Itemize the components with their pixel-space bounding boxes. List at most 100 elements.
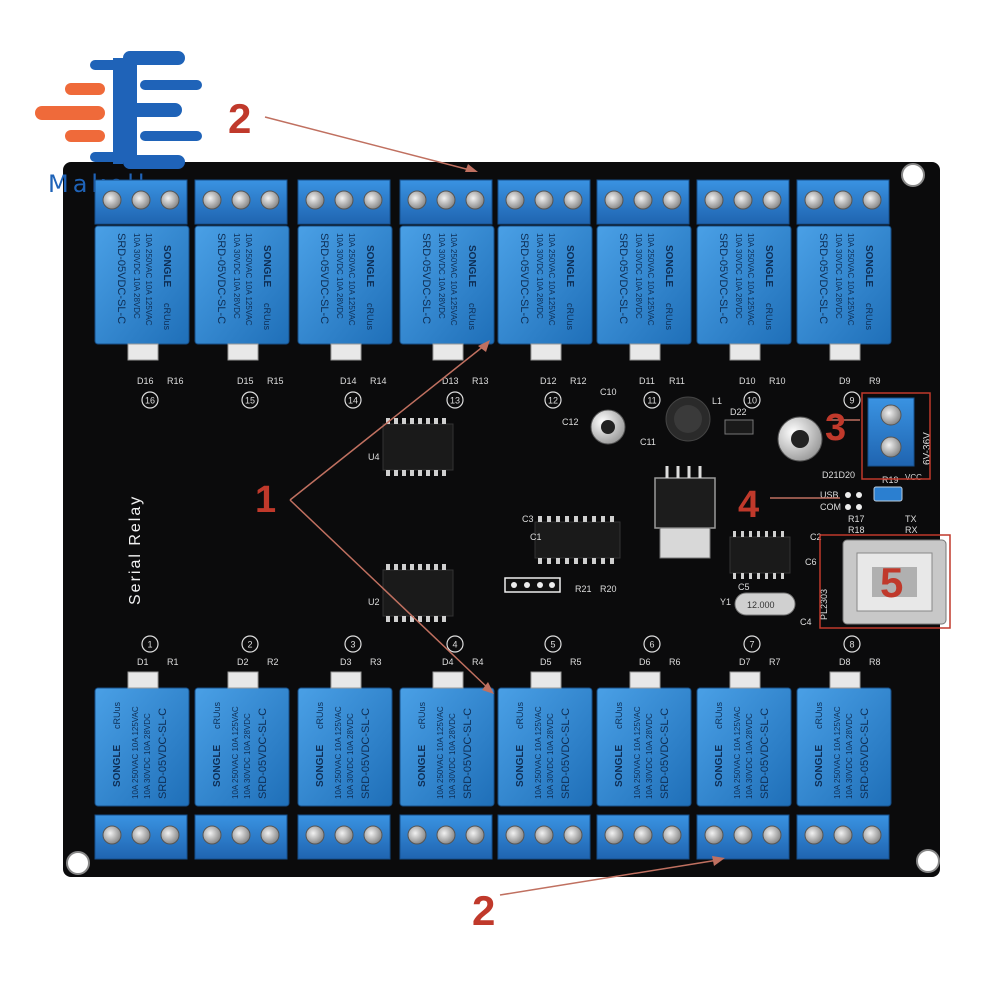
screw-icon xyxy=(662,825,682,845)
usb-serial-chip xyxy=(729,531,791,579)
resistor-label: R11 xyxy=(669,376,685,386)
relay-model: SRD-05VDC-SL-C xyxy=(560,708,572,799)
relay-cert: cRUus xyxy=(467,303,477,331)
relay-rating: 10A 30VDC 10A 28VDC xyxy=(132,233,141,319)
relay-led-icon xyxy=(829,671,861,689)
relay-cert: cRUus xyxy=(262,303,272,331)
board-title: Serial Relay xyxy=(127,495,144,605)
top-terminal-block[interactable] xyxy=(696,179,790,225)
top-terminal-block[interactable] xyxy=(94,179,188,225)
top-terminal-blocks xyxy=(94,179,890,225)
relay-cert: cRUus xyxy=(515,701,525,729)
relay-model: SRD-05VDC-SL-C xyxy=(717,233,729,324)
bottom-terminal-block[interactable] xyxy=(696,814,790,860)
relay-rating: 10A 250VAC 10A 125VAC xyxy=(144,233,153,326)
screw-icon xyxy=(305,190,325,210)
label-c5: C5 xyxy=(738,582,750,592)
usb-com-jumper[interactable] xyxy=(873,486,903,502)
relay-number: 16 xyxy=(145,396,155,406)
label-l1: L1 xyxy=(712,396,722,406)
screw-icon xyxy=(733,825,753,845)
resistor-label: R10 xyxy=(769,376,786,386)
screw-icon xyxy=(160,190,180,210)
diode-label: D9 xyxy=(839,376,851,386)
top-terminal-block[interactable] xyxy=(596,179,690,225)
relay-rating: 10A 250VAC 10A 125VAC xyxy=(833,706,842,799)
relay-model: SRD-05VDC-SL-C xyxy=(859,708,871,799)
screw-icon xyxy=(436,190,456,210)
relay-cert: cRUus xyxy=(614,701,624,729)
diode-d22 xyxy=(724,419,754,435)
diode-label: D13 xyxy=(442,376,459,386)
label-c11: C11 xyxy=(640,437,656,447)
top-terminal-block[interactable] xyxy=(194,179,288,225)
label-u2: U2 xyxy=(368,597,380,607)
resistor-label: R15 xyxy=(267,376,284,386)
relay-led-icon xyxy=(432,671,464,689)
screw-icon xyxy=(762,190,782,210)
voltage-regulator xyxy=(654,466,716,559)
top-terminal-block[interactable] xyxy=(497,179,591,225)
relay-led-icon xyxy=(127,343,159,361)
diode-label: D15 xyxy=(237,376,254,386)
resistor-label: R9 xyxy=(869,376,881,386)
top-terminal-block[interactable] xyxy=(399,179,493,225)
resistor-label: R8 xyxy=(869,657,881,667)
label-c4: C4 xyxy=(800,617,812,627)
relay-rating: 10A 30VDC 10A 28VDC xyxy=(634,233,643,319)
bottom-terminal-block[interactable] xyxy=(94,814,188,860)
relay-brand: SONGLE xyxy=(315,744,326,787)
bottom-terminal-block[interactable] xyxy=(497,814,591,860)
relay-rating: 10A 250VAC 10A 125VAC xyxy=(846,233,855,326)
bottom-terminal-block[interactable] xyxy=(596,814,690,860)
resistor-label: R5 xyxy=(570,657,582,667)
relay-number: 3 xyxy=(350,640,355,650)
relay-brand: SONGLE xyxy=(417,744,428,787)
relay-brand: SONGLE xyxy=(663,245,674,288)
screw-icon xyxy=(363,190,383,210)
relay-led-icon xyxy=(330,343,362,361)
relay-led-icon xyxy=(330,671,362,689)
relay-model: SRD-05VDC-SL-C xyxy=(659,708,671,799)
bottom-terminal-block[interactable] xyxy=(194,814,288,860)
diode-label: D11 xyxy=(639,376,655,386)
top-terminal-block[interactable] xyxy=(297,179,391,225)
top-terminal-block[interactable] xyxy=(796,179,890,225)
power-inductor-l1 xyxy=(665,396,711,442)
relay-number: 7 xyxy=(749,640,754,650)
diode-label: D10 xyxy=(739,376,756,386)
relay-model: SRD-05VDC-SL-C xyxy=(115,233,127,324)
relay-rating: 10A 250VAC 10A 125VAC xyxy=(449,233,458,326)
bottom-terminal-block[interactable] xyxy=(297,814,391,860)
usb-b-port[interactable] xyxy=(842,539,947,625)
label-vcc: VCC xyxy=(905,473,922,482)
relay-brand: SONGLE xyxy=(161,245,172,288)
relay-brand: SONGLE xyxy=(364,245,375,288)
diode-label: D12 xyxy=(540,376,557,386)
relay-model: SRD-05VDC-SL-C xyxy=(518,233,530,324)
relay-led-icon xyxy=(127,671,159,689)
label-r21: R21 xyxy=(575,584,592,594)
power-terminal[interactable] xyxy=(867,397,915,467)
relay-cert: cRUus xyxy=(814,701,824,729)
callout-1: 1 xyxy=(255,479,276,521)
bottom-terminal-block[interactable] xyxy=(399,814,493,860)
relay-brand: SONGLE xyxy=(863,245,874,288)
diode-label: D2 xyxy=(237,657,249,667)
screw-icon xyxy=(804,825,824,845)
screw-icon xyxy=(407,190,427,210)
callout-box-power xyxy=(861,392,931,480)
resistor-label: R13 xyxy=(472,376,489,386)
resistor-label: R3 xyxy=(370,657,382,667)
relay-model: SRD-05VDC-SL-C xyxy=(360,708,372,799)
bottom-terminal-block[interactable] xyxy=(796,814,890,860)
label-power-range: 6V-36V xyxy=(922,432,933,465)
label-u4: U4 xyxy=(368,452,380,462)
